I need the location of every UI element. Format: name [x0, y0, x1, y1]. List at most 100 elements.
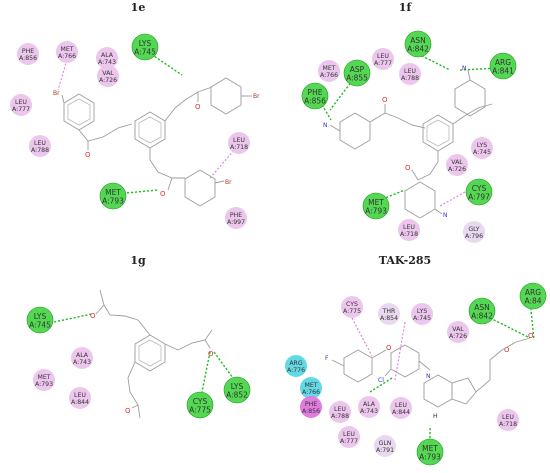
residue-name: VAL	[102, 70, 114, 77]
residue-disc	[468, 297, 496, 325]
hbond-line	[529, 299, 535, 341]
pi-alkyl-line	[57, 59, 68, 91]
pyrrole-ring	[451, 377, 477, 405]
hydroxyl-oxygen: O	[528, 332, 534, 340]
residue-name: LEU	[34, 140, 46, 147]
residue-number: A:997	[227, 219, 245, 226]
enone-linker	[78, 123, 133, 142]
panel-title-1g: 1g	[130, 254, 146, 267]
linker-bond	[137, 319, 151, 336]
oxygen-atom: O	[195, 103, 201, 111]
panel-title-1f: 1f	[399, 1, 413, 14]
residue-name: ASP	[350, 65, 365, 74]
residue-disc	[26, 306, 54, 334]
ethyl-bond	[475, 379, 491, 393]
nitro-bond	[467, 69, 471, 81]
residue-disc	[33, 369, 55, 391]
residue-disc	[17, 43, 39, 65]
residue-name: LYS	[477, 142, 487, 149]
residue-number: A:718	[499, 421, 517, 428]
residue-number: A:777	[374, 60, 392, 67]
residue-name: ALA	[363, 401, 376, 408]
residue-disc	[489, 52, 517, 80]
amide-bond	[489, 349, 503, 361]
residue-number: A:788	[31, 147, 49, 154]
enone-linker	[149, 148, 185, 179]
residue-name: PHE	[230, 212, 242, 219]
residue-disc	[519, 282, 547, 310]
chain-bond	[501, 341, 517, 351]
residue-disc	[416, 438, 444, 466]
residue-disc	[399, 63, 421, 85]
residue-number: A:841	[492, 67, 514, 76]
oxygen-atom: O	[386, 344, 392, 352]
residue-number: A:793	[419, 453, 441, 462]
residue-disc	[362, 192, 390, 220]
residue-number: A:842	[471, 312, 493, 321]
ether-bond	[371, 349, 387, 359]
benzene-ring	[210, 77, 242, 115]
hbond-line	[147, 51, 183, 76]
oxygen-atom: O	[504, 346, 510, 354]
residue-name: LEU	[343, 431, 355, 438]
residue-number: A:856	[19, 55, 37, 62]
carbonyl-bond	[95, 304, 105, 315]
residue-name: ASN	[410, 36, 426, 45]
residue-name: THR	[382, 308, 396, 315]
bromine-atom: Br	[225, 179, 232, 186]
panel-1g: O O O	[53, 289, 234, 419]
residue-disc	[398, 219, 420, 241]
residue-name: LEU	[334, 406, 346, 413]
residue-disc	[404, 30, 432, 58]
panel-tak285: F O Cl N O O H	[325, 299, 535, 450]
residue-name: MET	[304, 382, 317, 389]
residue-name: MET	[37, 374, 50, 381]
residue-disc	[71, 347, 93, 369]
nitrophenyl-ring	[339, 112, 371, 150]
residue-name: GLN	[379, 440, 392, 447]
pi-alkyl-line	[439, 191, 466, 207]
oxygen-atom: O	[90, 312, 96, 320]
residue-name: PHE	[305, 401, 317, 408]
panel-title-1e: 1e	[131, 1, 146, 14]
residue-number: A:844	[71, 399, 89, 406]
residue-name: LEU	[233, 137, 245, 144]
residue-disc	[390, 397, 412, 419]
residue-number: A:766	[302, 389, 320, 396]
residue-name: MET	[368, 198, 384, 207]
panel-title-tak285: TAK-285	[379, 254, 431, 267]
pi-alkyl-line	[394, 321, 406, 381]
residue-disc	[96, 47, 118, 69]
residue-number: A:775	[189, 406, 211, 415]
residue-number: A:856	[304, 97, 326, 106]
enone-linker	[99, 289, 139, 321]
residue-number: A:796	[465, 233, 483, 240]
residue-number: A:856	[302, 408, 320, 415]
residue-name: LYS	[417, 308, 427, 315]
residue-disc	[341, 296, 363, 318]
hbond-line	[369, 377, 393, 393]
fluorine-atom: F	[325, 355, 329, 362]
nitrogen-atom: N	[426, 373, 431, 380]
residue-name: PHE	[22, 48, 34, 55]
residue-disc	[131, 33, 159, 61]
carbonyl-bond	[131, 404, 139, 409]
